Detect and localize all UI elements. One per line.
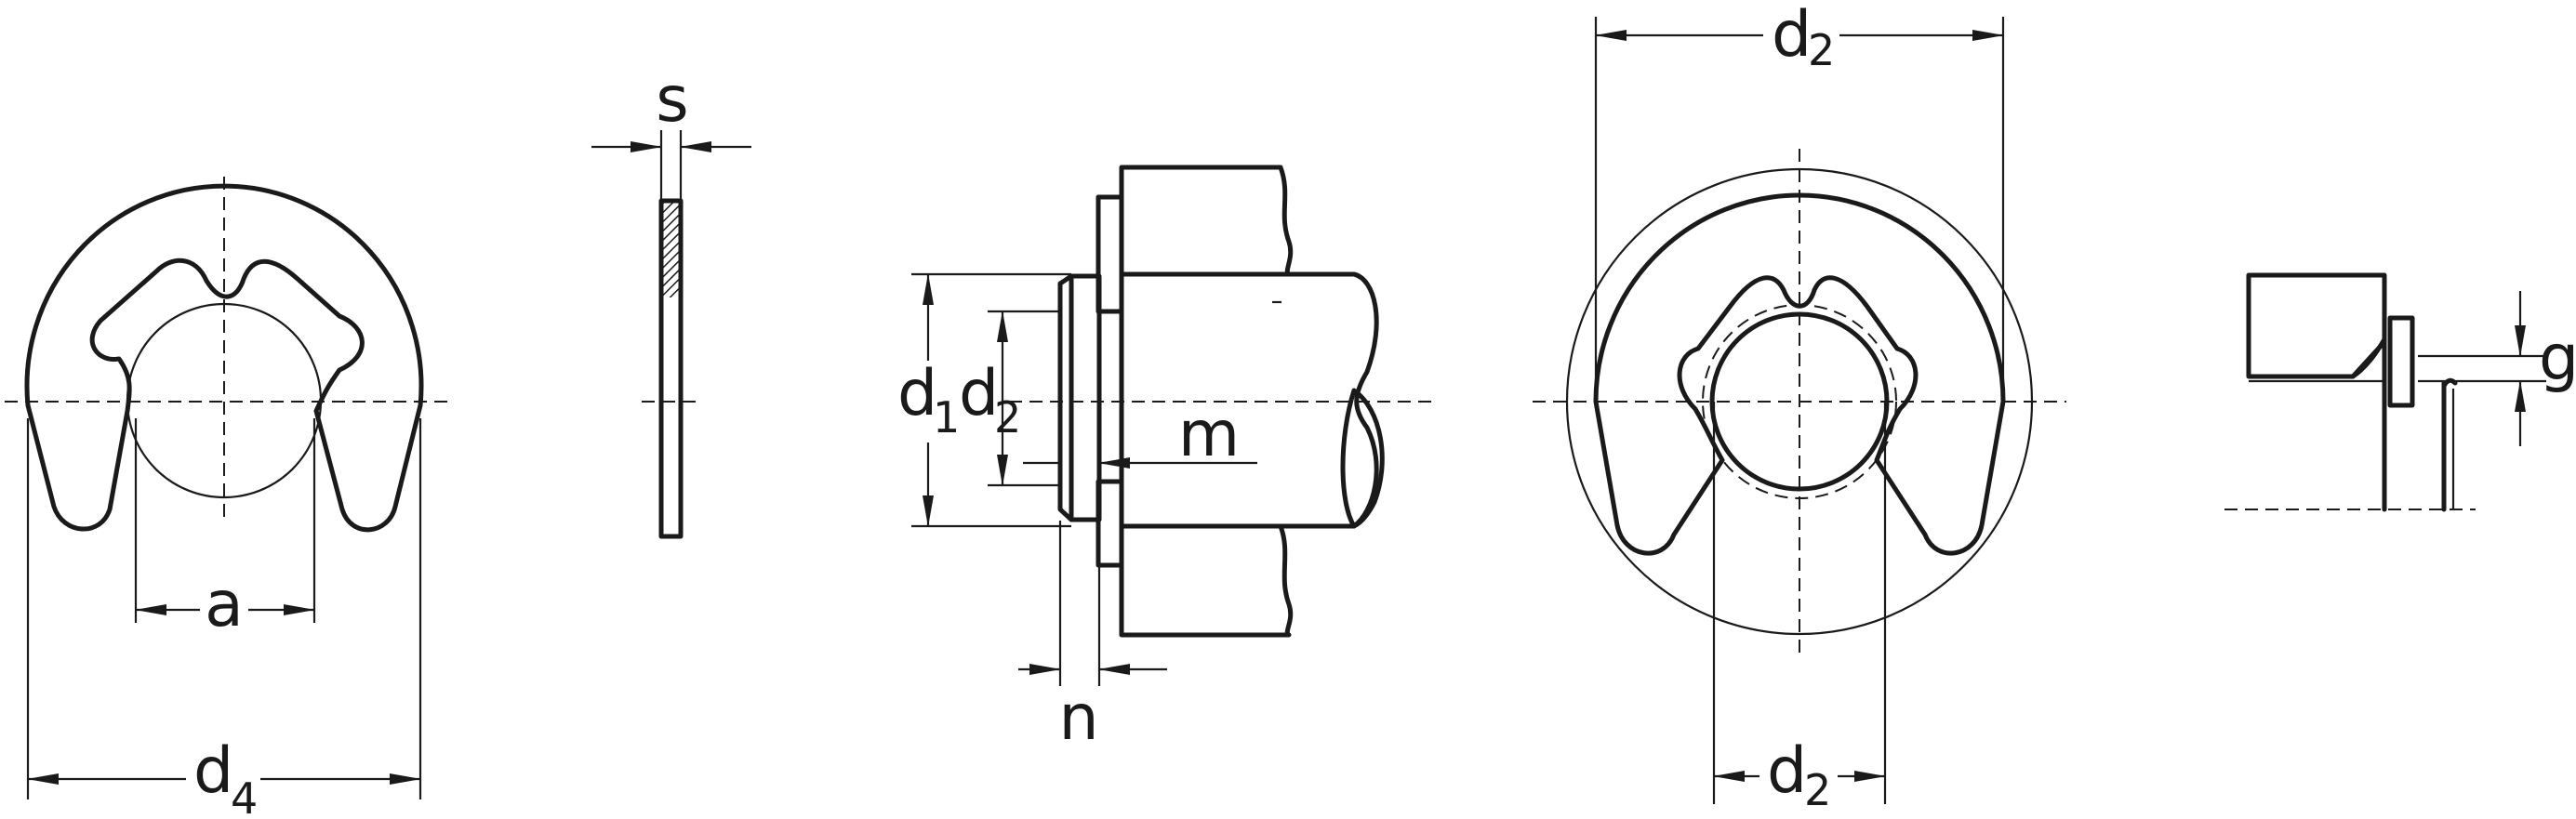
shaft-broken-end-section: [1340, 388, 1385, 529]
label-a: a: [205, 568, 244, 641]
installed-front-view: d 2 d 2: [1533, 0, 2066, 815]
label-s: s: [656, 63, 688, 137]
label-d2-outer-subscript: 2: [1808, 25, 1835, 75]
installed-clip-outline: [1593, 192, 2006, 556]
groove-detail-view: g: [2224, 272, 2576, 512]
label-d1-subscript: 1: [933, 392, 960, 443]
clip-edge-strip: [658, 198, 684, 539]
label-d2-groove: d: [1767, 734, 1807, 808]
label-d4: d: [193, 734, 233, 808]
label-g: g: [2539, 322, 2576, 395]
ring-chamfer: [1057, 273, 1074, 522]
label-d2-section-subscript: 2: [994, 392, 1021, 443]
label-m: m: [1178, 398, 1240, 471]
e-clip-outline: [24, 183, 424, 533]
retaining-ring-section: [1069, 273, 1102, 522]
label-d4-subscript: 4: [231, 773, 258, 819]
label-d2-section: d: [959, 357, 999, 430]
label-d2-groove-subscript: 2: [1804, 765, 1831, 815]
installation-section-view: d 1 d 2 m n: [897, 165, 1432, 755]
e-clip-side-view: s: [591, 63, 751, 539]
shaft-body: [1119, 271, 1379, 529]
clip-edge-section: [663, 203, 679, 297]
label-n: n: [1058, 681, 1098, 755]
label-d1: d: [897, 357, 937, 430]
washer-upper-section: [1095, 194, 1124, 314]
detail-chamfer: [2350, 341, 2385, 379]
label-d2-outer: d: [1772, 0, 1812, 72]
housing-upper-section: [1119, 165, 1294, 277]
housing-lower-section: [1119, 523, 1294, 638]
washer-lower-section: [1095, 479, 1124, 568]
detail-ring-section: [2387, 315, 2415, 408]
e-clip-front-view: a d 4: [5, 177, 448, 819]
